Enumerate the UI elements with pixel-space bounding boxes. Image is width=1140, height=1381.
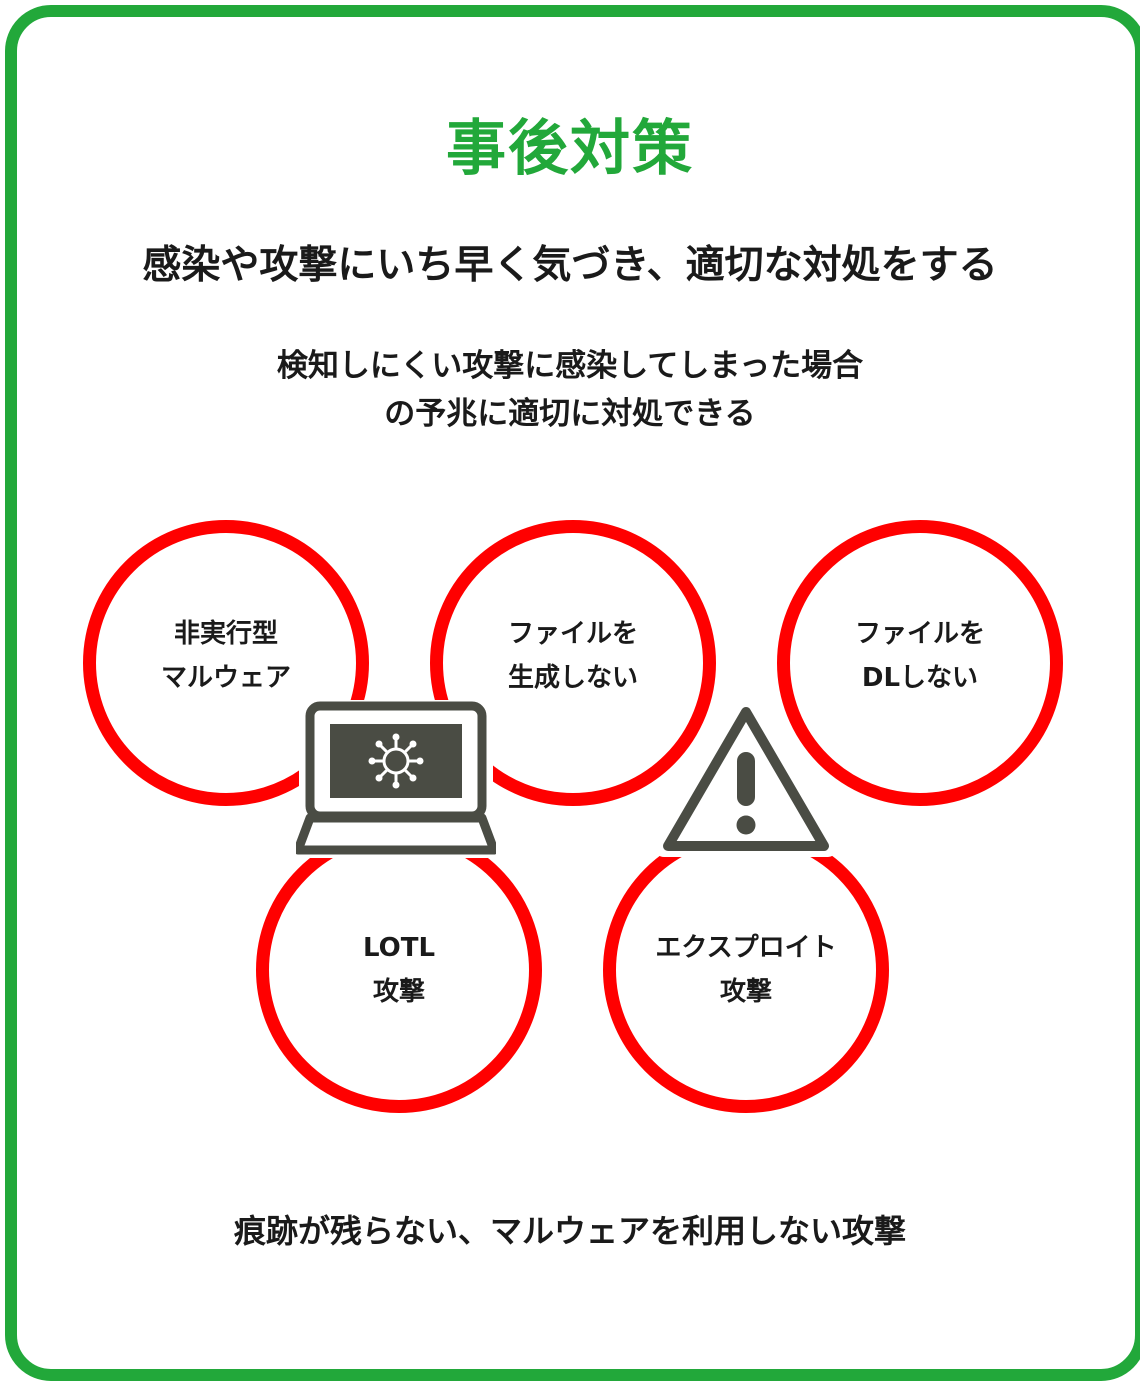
footer-caption: 痕跡が残らない、マルウェアを利用しない攻撃 [233, 1212, 906, 1250]
circle-label-line-2: 攻撃 [372, 977, 425, 1007]
warning-triangle-icon [656, 700, 836, 857]
circle-label-line-2: 攻撃 [719, 977, 772, 1007]
laptop-virus-icon [296, 700, 496, 858]
description-line-2: の予兆に適切に対処できる [384, 396, 756, 432]
description: 検知しにくい攻撃に感染してしまった場合 の予兆に適切に対処できる [0, 342, 1140, 438]
circle-lotl-attack: LOTL 攻撃 [256, 827, 542, 1113]
circle-label-line-1: LOTL [362, 933, 436, 963]
circle-label-line-2: 生成しない [507, 663, 638, 693]
circle-label-line-2: DLしない [861, 663, 979, 693]
subtitle: 感染や攻撃にいち早く気づき、適切な対処をする [142, 243, 998, 288]
circle-label-line-1: エクスプロイト [655, 933, 837, 963]
circle-label-line-1: ファイルを [507, 619, 638, 649]
circle-exploit-attack: エクスプロイト 攻撃 [603, 827, 889, 1113]
circle-label-line-2: マルウェア [160, 663, 291, 693]
circle-label-line-1: 非実行型 [173, 619, 278, 649]
description-line-1: 検知しにくい攻撃に感染してしまった場合 [276, 348, 864, 384]
circle-label-line-1: ファイルを [854, 619, 985, 649]
page-title: 事後対策 [446, 114, 694, 184]
